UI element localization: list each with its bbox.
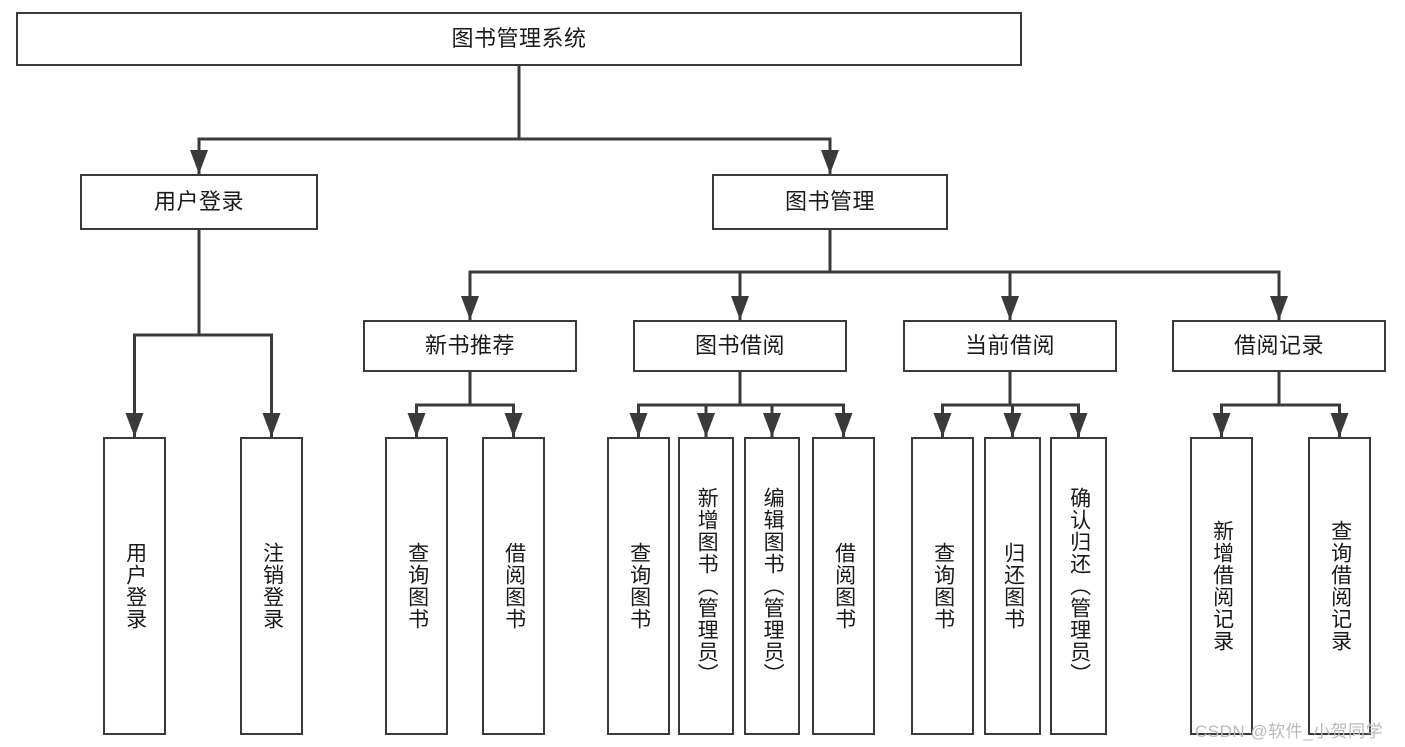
node-leaf-query-record[interactable]: 查询借阅记录 xyxy=(1308,437,1371,735)
node-label: 借阅图书 xyxy=(832,542,856,630)
node-new-book-rec[interactable]: 新书推荐 xyxy=(363,320,577,372)
node-label: 新增借阅记录 xyxy=(1210,520,1234,652)
arrowhead-root-1 xyxy=(821,150,839,174)
node-label: 归还图书 xyxy=(1001,542,1025,630)
node-label: 用户登录 xyxy=(153,188,244,214)
node-leaf-return-book[interactable]: 归还图书 xyxy=(984,437,1041,735)
arrowhead-book-manage-2 xyxy=(1001,296,1019,320)
node-label: 编辑图书（管理员） xyxy=(761,487,785,685)
node-label: 图书管理系统 xyxy=(451,25,587,51)
arrowhead-new-book-rec-0 xyxy=(407,413,426,437)
node-label: 新增图书（管理员） xyxy=(695,487,719,685)
node-leaf-edit-book[interactable]: 编辑图书（管理员） xyxy=(744,437,800,735)
arrowhead-book-manage-3 xyxy=(1270,296,1288,320)
node-label: 查询图书 xyxy=(931,542,955,630)
node-book-borrow[interactable]: 图书借阅 xyxy=(633,320,847,372)
node-leaf-add-record[interactable]: 新增借阅记录 xyxy=(1190,437,1253,735)
arrowhead-new-book-rec-1 xyxy=(504,413,523,437)
arrowhead-book-borrow-1 xyxy=(697,413,715,437)
node-label: 图书借阅 xyxy=(694,332,785,358)
node-leaf-borrow-book-2[interactable]: 借阅图书 xyxy=(812,437,875,735)
arrowhead-current-borrow-0 xyxy=(933,413,952,437)
node-label: 查询图书 xyxy=(405,542,429,630)
node-label: 确认归还（管理员） xyxy=(1067,487,1091,685)
node-label: 借阅图书 xyxy=(502,542,526,630)
arrowhead-root-0 xyxy=(190,150,208,174)
node-leaf-confirm-return[interactable]: 确认归还（管理员） xyxy=(1050,437,1107,735)
node-borrow-record[interactable]: 借阅记录 xyxy=(1172,320,1386,372)
node-current-borrow[interactable]: 当前借阅 xyxy=(903,320,1117,372)
node-leaf-user-login[interactable]: 用户登录 xyxy=(103,437,166,735)
node-leaf-query-book-1[interactable]: 查询图书 xyxy=(385,437,448,735)
node-label: 借阅记录 xyxy=(1233,332,1324,358)
arrowhead-borrow-record-1 xyxy=(1330,413,1349,437)
arrowhead-book-borrow-2 xyxy=(763,413,781,437)
arrowhead-book-manage-0 xyxy=(461,296,479,320)
arrowhead-borrow-record-0 xyxy=(1212,413,1231,437)
node-user-login[interactable]: 用户登录 xyxy=(80,174,318,230)
node-leaf-add-book[interactable]: 新增图书（管理员） xyxy=(678,437,734,735)
arrowhead-current-borrow-2 xyxy=(1069,413,1088,437)
node-label: 注销登录 xyxy=(260,542,284,630)
arrowhead-user-login-0 xyxy=(125,413,144,437)
arrowhead-book-borrow-0 xyxy=(629,413,648,437)
node-book-manage[interactable]: 图书管理 xyxy=(712,174,948,230)
node-root[interactable]: 图书管理系统 xyxy=(16,12,1022,66)
arrowhead-current-borrow-1 xyxy=(1003,413,1022,437)
node-label: 图书管理 xyxy=(784,188,875,214)
arrowhead-book-manage-1 xyxy=(731,296,749,320)
node-leaf-borrow-book-1[interactable]: 借阅图书 xyxy=(482,437,545,735)
node-label: 用户登录 xyxy=(123,542,147,630)
node-leaf-query-book-3[interactable]: 查询图书 xyxy=(911,437,974,735)
node-label: 当前借阅 xyxy=(964,332,1055,358)
arrowhead-book-borrow-3 xyxy=(834,413,853,437)
arrowhead-user-login-1 xyxy=(262,413,281,437)
node-leaf-query-book-2[interactable]: 查询图书 xyxy=(607,437,670,735)
node-label: 新书推荐 xyxy=(424,332,515,358)
node-leaf-logout[interactable]: 注销登录 xyxy=(240,437,303,735)
node-label: 查询借阅记录 xyxy=(1328,520,1352,652)
node-label: 查询图书 xyxy=(627,542,651,630)
